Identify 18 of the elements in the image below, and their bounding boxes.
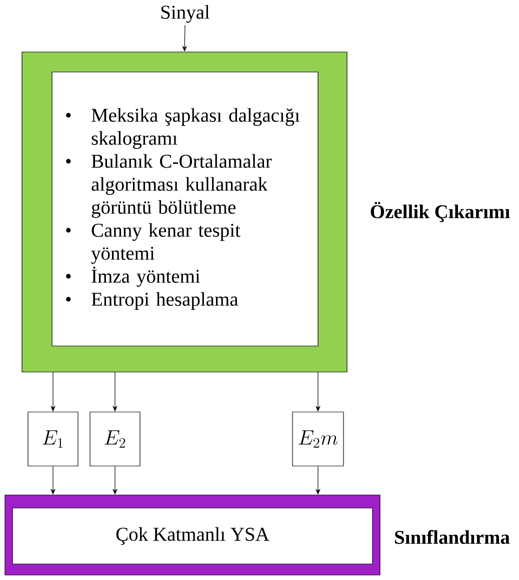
bullet-item: İmza yöntemi: [92, 266, 200, 287]
process-box: Çok Katmanlı YSA: [12, 508, 373, 564]
bullet-item: Bulanık C-Ortalamalar algoritması kullanarak görüntü bölütleme: [92, 154, 272, 218]
bullet: •: [66, 158, 71, 164]
bullet-item: Canny kenar tespit yöntemi: [91, 223, 240, 264]
feature-box: $E_2$: [90, 412, 140, 466]
feature-box: $E_2m$: [292, 412, 344, 466]
bullet-item: Entropi hesaplama: [92, 292, 238, 310]
bullet: •: [66, 274, 71, 279]
feature-box: $E_1$: [28, 412, 78, 466]
bullet: •: [66, 228, 71, 233]
input-label: Sinyal: [161, 5, 210, 23]
bullet: •: [66, 296, 71, 302]
list-box: [52, 72, 318, 346]
bullet: •: [66, 112, 71, 118]
stage-label: Sınıflandırma: [395, 530, 510, 544]
bullet-item: Meksika şapkası dalgacığı skalogramı: [92, 108, 300, 149]
stage-label: Özellik Çıkarımı: [370, 202, 510, 222]
